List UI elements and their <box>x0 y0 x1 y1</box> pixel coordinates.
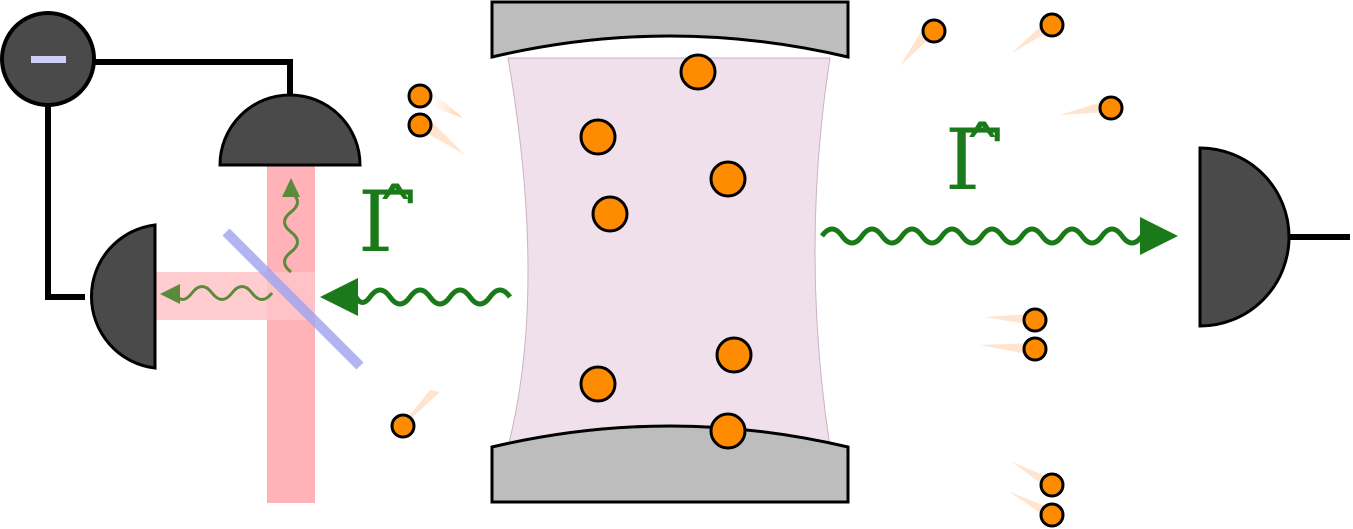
atom <box>679 53 717 91</box>
atom <box>921 18 947 44</box>
vertical-laser-beam <box>267 165 315 503</box>
atom <box>1039 12 1065 38</box>
right-photodetector <box>1198 146 1291 328</box>
atom <box>390 413 416 439</box>
right-operator-label: Γ̂ <box>945 111 1004 209</box>
atom <box>407 112 433 138</box>
atom <box>709 160 747 198</box>
bottom-mirror <box>490 424 850 504</box>
beam-splitter <box>222 228 364 370</box>
atom <box>1039 472 1065 498</box>
emission-arrow-right <box>1140 217 1178 255</box>
minus-circle-icon <box>31 56 66 63</box>
emitted-photons <box>353 226 1145 307</box>
local-photon-arrow-left <box>160 284 180 304</box>
left-homodyne-detector <box>89 223 157 370</box>
atom <box>407 83 433 109</box>
atom <box>1039 502 1065 528</box>
atom <box>579 365 617 403</box>
local-photon-arrow-up <box>282 178 300 197</box>
atom <box>1022 307 1048 333</box>
cavity-atoms <box>579 53 753 450</box>
atom <box>715 336 753 374</box>
emission-arrow-left <box>320 278 358 316</box>
wires <box>45 59 1350 300</box>
atom <box>591 195 629 233</box>
left-operator-label: Γ̂ <box>358 173 417 271</box>
local-photons <box>173 190 299 301</box>
free-atoms <box>390 12 1124 528</box>
atom <box>1098 95 1124 121</box>
atom <box>1022 336 1048 362</box>
subtractor <box>0 11 96 107</box>
top-homodyne-detector <box>218 93 362 167</box>
atom <box>579 118 617 156</box>
cavity-mode <box>507 57 831 448</box>
top-mirror <box>490 0 850 59</box>
atom <box>709 412 747 450</box>
